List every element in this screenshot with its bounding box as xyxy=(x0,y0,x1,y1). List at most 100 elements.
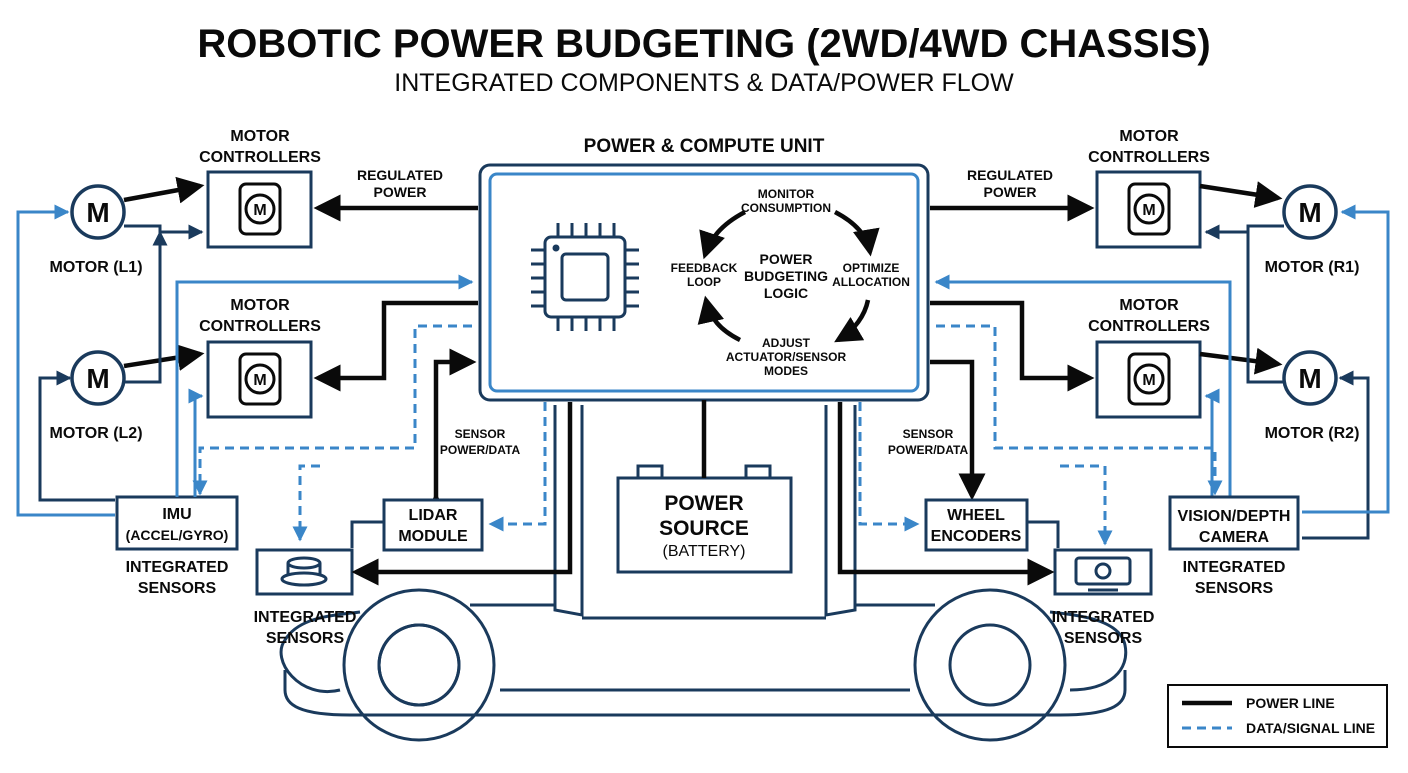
pcu-to-camera-dashed xyxy=(936,324,1223,496)
battery-label-line2: SOURCE xyxy=(659,517,749,540)
imu-to-mc-bottom xyxy=(188,388,204,497)
mc-br-label-line1: MOTOR xyxy=(1119,297,1179,314)
power-pcu-to-mc-bottom-right xyxy=(930,300,1095,392)
mc-bl-label-line1: MOTOR xyxy=(230,297,290,314)
power-mc-to-l1 xyxy=(123,176,205,204)
motor-controller-bottom-left: M xyxy=(206,340,313,419)
camera-to-pcu-data xyxy=(934,274,1232,500)
cycle-monitor-line2: CONSUMPTION xyxy=(741,201,831,215)
puck-sensors-line2: SENSORS xyxy=(266,630,345,647)
legend-data-label: DATA/SIGNAL LINE xyxy=(1246,720,1375,736)
cycle-feedback-line2: LOOP xyxy=(687,275,721,289)
imu-to-motor-l1 xyxy=(16,204,115,517)
mc-tl-label-line2: CONTROLLERS xyxy=(199,149,321,166)
encoders-label-line1: WHEEL xyxy=(947,507,1005,524)
motor-l1-glyph: M xyxy=(86,197,109,228)
motor-icon: M xyxy=(1127,182,1171,236)
motor-icon: M xyxy=(238,182,282,236)
sensor-pd-right-line2: POWER/DATA xyxy=(888,443,969,457)
cycle-optimize-line2: ALLOCATION xyxy=(832,275,910,289)
budgeting-logic-line3: LOGIC xyxy=(764,285,808,301)
feedback-r2 xyxy=(1246,232,1284,384)
budgeting-logic-line2: BUDGETING xyxy=(744,268,828,284)
motor-l1: M xyxy=(70,184,126,240)
power-to-camera-sensor xyxy=(837,402,1055,586)
lidar-to-puck-line xyxy=(350,520,384,548)
puck-sensors-line1: INTEGRATED xyxy=(254,609,357,626)
encoders-label-line2: ENCODERS xyxy=(931,528,1022,545)
camera-sensor xyxy=(1053,548,1153,596)
reg-power-right-line1: REGULATED xyxy=(967,167,1053,183)
cycle-adjust-line2: ACTUATOR/SENSOR xyxy=(726,350,847,364)
motor-l2-glyph: M xyxy=(86,363,109,394)
camera-label-line1: VISION/DEPTH xyxy=(1178,508,1291,525)
lidar-module xyxy=(382,498,484,552)
camera-to-motor-r1 xyxy=(1302,204,1390,514)
pcu-to-monitor-dashed xyxy=(1060,464,1113,546)
feedback-l1 xyxy=(124,224,204,240)
encoder-dashed xyxy=(858,402,920,532)
cycle-adjust-line3: MODES xyxy=(764,364,808,378)
power-to-puck xyxy=(351,402,573,586)
imu-label-line1: IMU xyxy=(162,506,191,523)
camera-label-line2: CAMERA xyxy=(1199,529,1270,546)
motor-icon: M xyxy=(1127,352,1171,406)
feedback-l2 xyxy=(124,230,168,384)
motor-icon: M xyxy=(238,352,282,406)
power-pcu-to-mc-bottom xyxy=(313,300,478,392)
svg-text:M: M xyxy=(253,202,266,219)
feedback-r1 xyxy=(1204,224,1284,240)
reg-power-right-line2: POWER xyxy=(984,184,1037,200)
lidar-label-line1: LIDAR xyxy=(409,507,458,524)
camera-sensors-line1: INTEGRATED xyxy=(1183,559,1286,576)
encoders-to-monitor-line xyxy=(1027,520,1060,548)
imu-to-pcu-data xyxy=(175,274,474,497)
robot-chassis xyxy=(279,405,1128,717)
motor-r1-glyph: M xyxy=(1298,197,1321,228)
budgeting-cycle xyxy=(697,210,880,343)
budgeting-logic-line1: POWER xyxy=(760,251,813,267)
sensor-pd-left-line2: POWER/DATA xyxy=(440,443,521,457)
svg-text:M: M xyxy=(253,372,266,389)
legend: POWER LINE DATA/SIGNAL LINE xyxy=(1167,684,1388,748)
page-title: ROBOTIC POWER BUDGETING (2WD/4WD CHASSIS… xyxy=(197,22,1210,66)
cycle-feedback-line1: FEEDBACK xyxy=(671,261,738,275)
lidar-to-pcu-data-dashed xyxy=(292,464,320,542)
imu-label-line2: (ACCEL/GYRO) xyxy=(126,527,229,543)
wheel-encoders xyxy=(924,498,1029,552)
camera-to-motor-r2 xyxy=(1302,370,1370,540)
cycle-optimize-line1: OPTIMIZE xyxy=(843,261,900,275)
pcu-title: POWER & COMPUTE UNIT xyxy=(584,136,825,157)
imu-sensors-line1: INTEGRATED xyxy=(126,559,229,576)
cam-sensors-line2: SENSORS xyxy=(1064,630,1143,647)
lidar-puck-sensor xyxy=(255,548,354,596)
pcu-to-lidar-puck-dashed xyxy=(192,324,472,496)
reg-power-left-line1: REGULATED xyxy=(357,167,443,183)
lidar-label-line2: MODULE xyxy=(398,528,468,545)
power-mc-to-r1 xyxy=(1199,181,1283,208)
mc-tl-label-line1: MOTOR xyxy=(230,128,290,145)
motor-controller-bottom-right: M xyxy=(1095,340,1202,419)
motor-controller-top-right: M xyxy=(1095,170,1202,249)
motor-l2: M xyxy=(70,350,126,406)
sensor-pd-right-line1: SENSOR xyxy=(903,427,954,441)
left-wheel xyxy=(342,588,496,742)
imu-to-motor-l2 xyxy=(38,370,115,502)
power-compute-unit xyxy=(478,163,930,402)
cam-sensors-line1: INTEGRATED xyxy=(1052,609,1155,626)
sensor-power-data-right xyxy=(930,359,986,501)
camera-to-mc-bottom-right xyxy=(1204,388,1220,500)
camera-sensors-line2: SENSORS xyxy=(1195,580,1274,597)
cycle-monitor-line1: MONITOR xyxy=(758,187,815,201)
sensor-pd-left-line1: SENSOR xyxy=(455,427,506,441)
sensor-power-data-left xyxy=(422,348,477,520)
vision-depth-camera xyxy=(1168,495,1300,551)
mc-tr-label-line2: CONTROLLERS xyxy=(1088,149,1210,166)
reg-power-left-line2: POWER xyxy=(374,184,427,200)
motor-r1: M xyxy=(1282,184,1338,240)
cpu-chip-icon xyxy=(531,223,639,331)
page-subtitle: INTEGRATED COMPONENTS & DATA/POWER FLOW xyxy=(394,69,1014,97)
camera-icon xyxy=(1074,556,1132,592)
